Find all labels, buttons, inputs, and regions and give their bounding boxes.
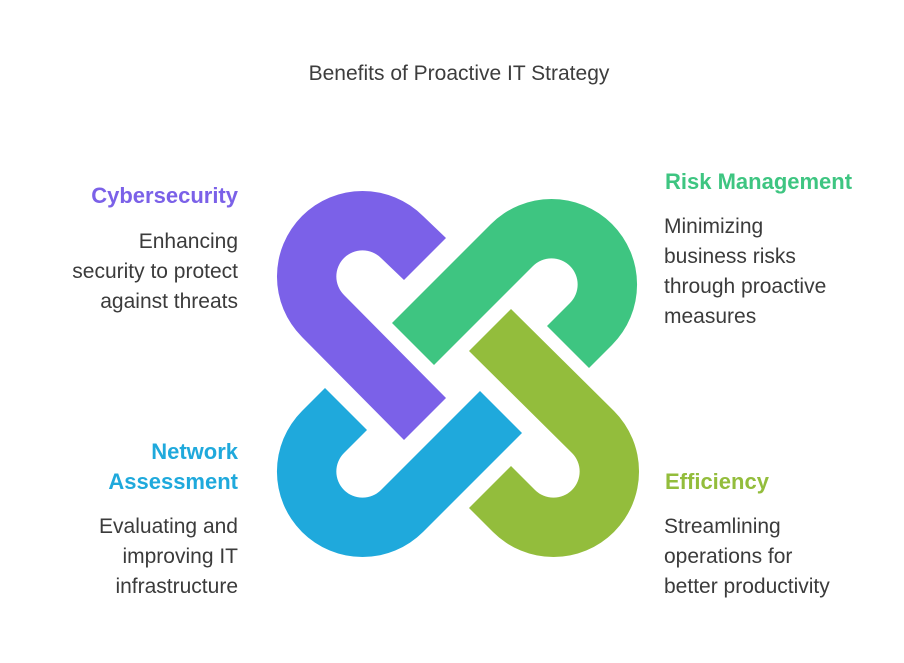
- efficiency-description-line: Streamlining: [664, 515, 781, 538]
- risk-management-description-line: through proactive: [664, 275, 827, 298]
- efficiency-link-shape: [469, 309, 640, 558]
- network-assessment-link-shape: [276, 388, 522, 558]
- cybersecurity-heading: Cybersecurity: [91, 183, 238, 208]
- network-assessment-description-line: Evaluating and: [99, 515, 238, 538]
- network-assessment-heading-line: Assessment: [108, 469, 238, 494]
- network-assessment-description: Evaluating and improving IT infrastructu…: [99, 512, 238, 602]
- cybersecurity-description-line: against threats: [100, 290, 238, 313]
- cybersecurity-link-shape: [276, 190, 446, 440]
- efficiency-description: Streamlining operations for better produ…: [664, 512, 830, 602]
- risk-management-link-shape: [392, 198, 638, 368]
- network-assessment-description-line: infrastructure: [115, 575, 238, 598]
- risk-management-heading: Risk Management: [665, 169, 853, 194]
- risk-management-description-line: business risks: [664, 245, 796, 268]
- risk-management-description-line: Minimizing: [664, 215, 764, 238]
- risk-management-description-line: measures: [664, 305, 757, 328]
- cybersecurity-description-line: security to protect: [72, 260, 238, 283]
- network-assessment-heading: Network Assessment: [108, 437, 238, 497]
- risk-management-description: Minimizing business risks through proact…: [664, 212, 826, 332]
- cybersecurity-description: Enhancing security to protect against th…: [72, 227, 238, 317]
- cybersecurity-description-line: Enhancing: [138, 230, 238, 253]
- network-assessment-description-line: improving IT: [122, 545, 238, 568]
- network-assessment-heading-line: Network: [151, 439, 238, 464]
- efficiency-heading: Efficiency: [665, 469, 769, 494]
- diagram-title: Benefits of Proactive IT Strategy: [308, 62, 610, 85]
- efficiency-description-line: better productivity: [664, 575, 830, 598]
- efficiency-description-line: operations for: [664, 545, 793, 568]
